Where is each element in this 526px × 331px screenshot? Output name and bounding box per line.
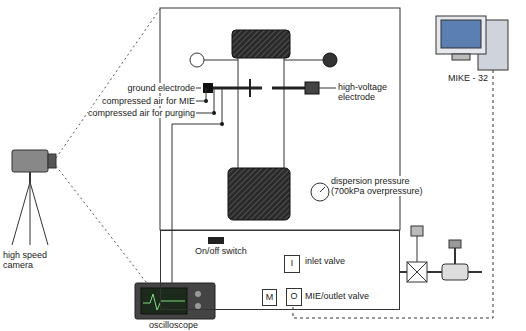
box-letter: O — [290, 292, 297, 302]
outlet-valve-box: O — [286, 288, 302, 306]
electrode-rod — [213, 87, 262, 90]
trace — [143, 294, 185, 310]
device-label: high speed camera — [3, 250, 63, 271]
oscilloscope — [135, 283, 215, 319]
part-label: inlet valve — [305, 256, 345, 266]
part-label: MIE/outlet valve — [305, 291, 369, 301]
box-letter: I — [291, 259, 294, 269]
pipe — [417, 236, 418, 262]
valve-stem — [454, 248, 456, 264]
air-line — [222, 88, 223, 124]
tripod — [30, 182, 48, 245]
monitor — [436, 16, 486, 54]
leader-line — [196, 88, 201, 89]
mie-box: M — [262, 289, 277, 306]
ground-electrode — [203, 83, 213, 93]
camera-body — [12, 150, 48, 172]
port-line — [204, 60, 238, 61]
tube-wall — [238, 58, 239, 168]
tripod — [12, 182, 30, 245]
tripod — [30, 182, 31, 245]
part-label: high-voltage electrode — [338, 82, 418, 103]
leader-line — [196, 101, 206, 102]
valve-cross — [407, 262, 427, 282]
tube-wall — [284, 58, 285, 168]
knob — [195, 291, 201, 297]
part-label: ground electrode — [127, 83, 195, 93]
dust-container — [228, 168, 290, 220]
panel-label: On/off switch — [195, 247, 247, 257]
hv-electrode — [305, 82, 319, 94]
part-label: MIE/outlet valve — [305, 291, 369, 301]
monitor-stand — [452, 54, 470, 60]
tube-cap — [232, 30, 290, 58]
part-label: ground electrode — [127, 83, 195, 93]
valve-cross — [407, 262, 427, 282]
signal-wire — [172, 124, 222, 283]
device-label: oscilloscope — [149, 320, 198, 330]
tripod — [29, 172, 31, 182]
pressure-gauge — [311, 183, 329, 201]
electrode-holder — [249, 79, 251, 97]
device-label: MIKE - 32 — [448, 73, 488, 83]
switch — [208, 237, 224, 244]
part-label: dispersion pressure (700kPa overpressure… — [331, 176, 423, 196]
part-label: dispersion pressure (700kPa overpressure… — [331, 176, 439, 197]
view-line — [56, 166, 160, 300]
camera-lens — [48, 154, 56, 168]
air-line — [214, 88, 215, 113]
valve-handle — [449, 240, 461, 248]
part-label: inlet valve — [305, 256, 345, 266]
valve-body — [442, 264, 468, 280]
inlet-valve-box: I — [284, 255, 300, 273]
data-cable — [293, 70, 493, 318]
cabinet — [160, 8, 400, 230]
open-port — [190, 53, 204, 67]
part-label: compressed air for purging — [88, 108, 195, 118]
dark-port — [323, 53, 337, 67]
part-label: compressed air for MIE — [102, 96, 195, 106]
part-label: compressed air for purging — [88, 108, 195, 118]
gauge-needle — [320, 187, 325, 192]
solenoid — [411, 226, 423, 236]
device-label: MIKE - 32 — [448, 73, 488, 83]
pipe — [427, 271, 442, 273]
oscilloscope-screen — [141, 288, 187, 314]
pipe — [400, 271, 407, 273]
electrode-rod — [272, 87, 305, 90]
device-label: oscilloscope — [149, 320, 198, 330]
monitor-screen — [441, 20, 481, 48]
box-letter: M — [266, 293, 274, 303]
port-line — [284, 60, 323, 61]
leader-line — [196, 113, 214, 114]
part-label: compressed air for MIE — [102, 96, 195, 106]
knob — [195, 303, 201, 309]
part-label: high-voltage electrode — [338, 82, 387, 102]
leader-line — [319, 88, 336, 89]
device-label: high speed camera — [3, 250, 47, 270]
pipe — [468, 271, 482, 273]
valve-box — [407, 262, 427, 282]
